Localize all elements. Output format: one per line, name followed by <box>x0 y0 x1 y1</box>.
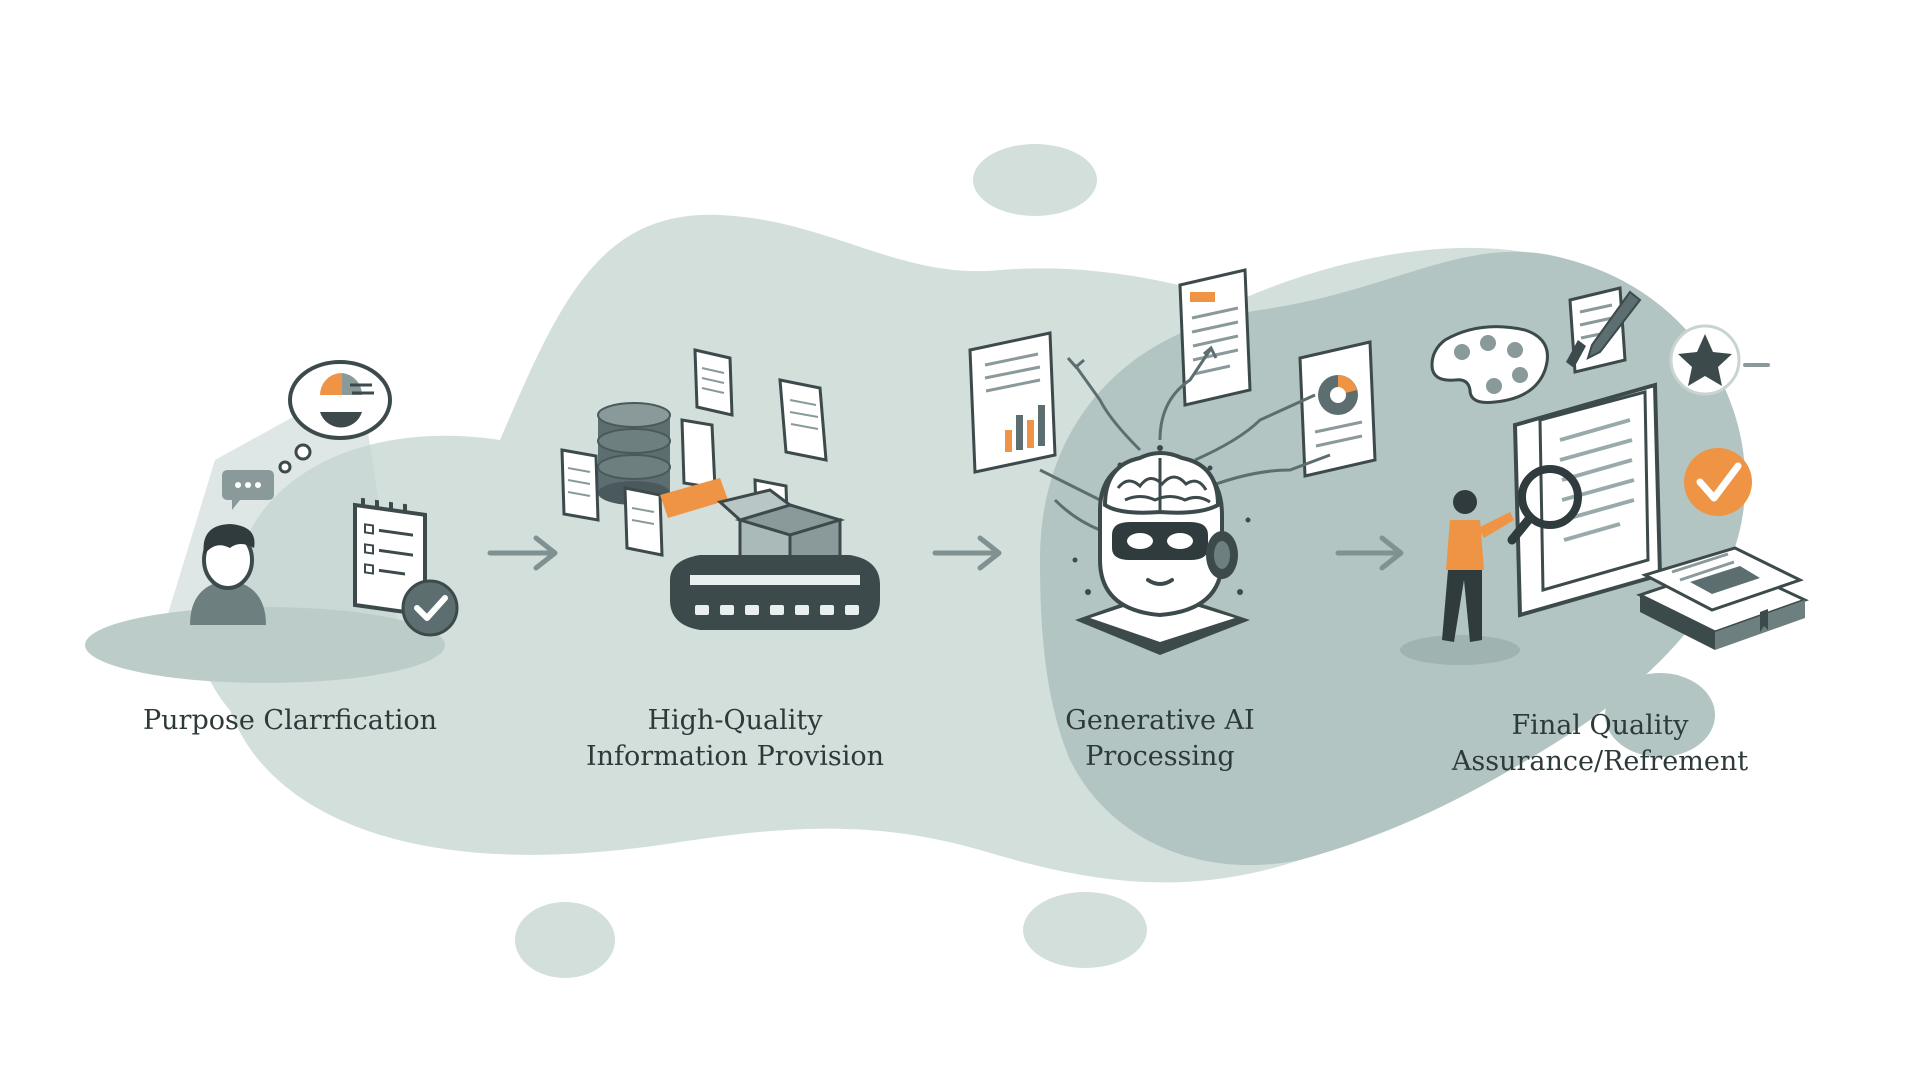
step-label-quality-assurance: Final Quality Assurance/Refrement <box>1420 708 1780 780</box>
database-documents-conveyor-icon <box>560 348 880 630</box>
top-small-blob <box>973 144 1097 216</box>
quality-review-magnifier-icon <box>1400 286 1809 665</box>
arrow-right-icon <box>487 535 558 571</box>
step-label-line: Information Provision <box>586 741 884 772</box>
arrow-right-icon <box>1335 535 1404 571</box>
bottom-left-small-blob <box>515 902 615 978</box>
step-label-information: High-Quality Information Provision <box>555 703 915 775</box>
arrow-right-icon <box>932 535 1002 571</box>
right-small-blob <box>1605 673 1715 757</box>
background-blobs <box>197 144 1746 978</box>
step-label-generative-ai: Generative AI Processing <box>1020 703 1300 775</box>
bottom-mid-small-blob <box>1023 892 1147 968</box>
step-label-purpose: Purpose Clarrfication <box>120 703 460 739</box>
step-label-line: High-Quality <box>647 705 823 736</box>
ai-robot-brain-icon <box>968 268 1377 655</box>
step-label-line: Final Quality <box>1511 710 1689 741</box>
step-label-line: Generative AI <box>1065 705 1255 736</box>
step-label-line: Purpose Clarrfication <box>143 705 437 736</box>
step-label-line: Assurance/Refrement <box>1451 746 1749 777</box>
step-label-line: Processing <box>1085 741 1235 772</box>
person-thinking-checklist-icon <box>85 360 459 683</box>
